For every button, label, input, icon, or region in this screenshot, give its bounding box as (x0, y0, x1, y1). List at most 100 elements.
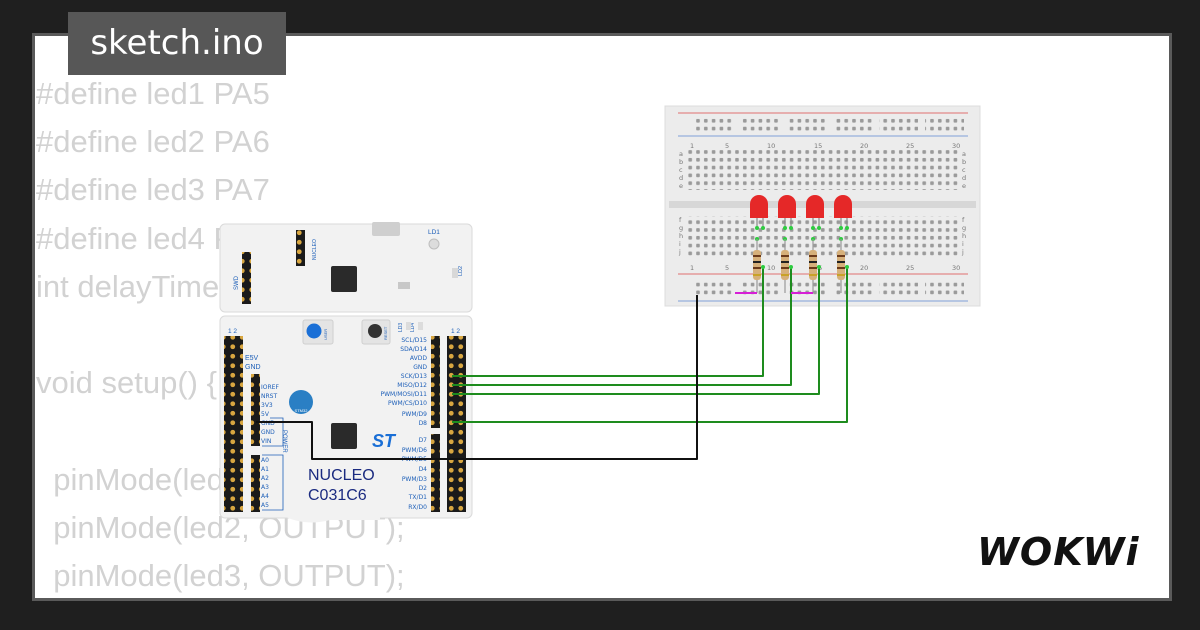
bb-col-number: 15 (814, 142, 822, 150)
gnd-label: GND (245, 364, 261, 371)
pin-label: GND (413, 364, 427, 371)
resistor-3[interactable] (809, 250, 817, 280)
bb-row-letter: d (962, 174, 966, 182)
wire-d11-led3[interactable] (452, 267, 820, 395)
bb-row-letter: i (962, 240, 964, 248)
ld1-label: LD1 (428, 229, 440, 236)
pin-label-a1: A1 (261, 466, 269, 473)
led-3[interactable] (806, 195, 824, 218)
ld3-led (406, 322, 411, 330)
bb-col-number: 5 (725, 264, 729, 272)
wokwi-logo: WOKWi (977, 530, 1140, 574)
bb-row-letter: f (962, 216, 965, 224)
wire-d12-led2[interactable] (452, 267, 792, 386)
wires[interactable] (256, 267, 848, 460)
analog-header[interactable] (251, 455, 260, 512)
power-header[interactable] (251, 374, 260, 446)
bb-col-number: 20 (860, 142, 868, 150)
code-line: void setup() { (36, 365, 217, 401)
stm32-badge (289, 390, 313, 414)
nucleo-jumper-header (296, 230, 305, 266)
wokwi-logo-text: WOKWi (977, 530, 1140, 574)
st-logo: ST (372, 431, 397, 451)
arduino-header-upper[interactable] (431, 336, 440, 428)
bb-row-letter: j (961, 248, 964, 256)
ld2-label: LD2 (458, 266, 464, 276)
bb-col-number: 1 (690, 142, 694, 150)
bb-row-letter: c (962, 166, 966, 174)
arduino-header-lower[interactable] (431, 434, 440, 512)
usb-connector (372, 222, 400, 236)
bb-row-letter: g (679, 224, 683, 232)
pin-label: RX/D0 (408, 504, 427, 511)
pin-label: D4 (419, 466, 428, 473)
reset-button[interactable] (368, 324, 382, 338)
bb-row-letter: e (962, 182, 966, 190)
resistor-2[interactable] (781, 250, 789, 280)
left-morpho-header[interactable] (224, 336, 243, 512)
pin-label: D2 (419, 485, 428, 492)
pin-label-a0: A0 (261, 457, 269, 464)
board-name-line2: C031C6 (308, 487, 367, 504)
pin-label: SCL/D15 (401, 337, 427, 344)
nucleo-vertical-label: NUCLEO (312, 239, 318, 260)
bb-col-number: 30 (952, 264, 960, 272)
wire-d13-led1[interactable] (452, 267, 764, 377)
bb-row-letter: i (679, 240, 681, 248)
smd-component (398, 282, 410, 289)
pin-label: D7 (419, 437, 428, 444)
pin-label: PWM/CS/D10 (388, 400, 427, 407)
resistor-group[interactable] (735, 239, 845, 294)
file-tab-title[interactable]: sketch.ino (68, 12, 286, 75)
bb-row-letter: b (679, 158, 683, 166)
pin-label: TX/D1 (408, 494, 427, 501)
ld1-led (428, 238, 440, 250)
bb-col-number: 1 (690, 264, 694, 272)
wire-d8-led4[interactable] (452, 267, 848, 423)
bb-row-letter: j (678, 248, 681, 256)
code-line: #define led3 PA7 (36, 172, 270, 208)
pin-label-a3: A3 (261, 484, 269, 491)
pin-label-a4: A4 (261, 493, 269, 500)
ld2-led (452, 268, 458, 278)
bb-col-number: 25 (906, 264, 914, 272)
pin-label: PWM/D3 (402, 476, 427, 483)
led-1[interactable] (750, 195, 768, 218)
resistor-4[interactable] (837, 250, 845, 280)
code-line: #define led2 PA6 (36, 124, 270, 160)
led-2[interactable] (778, 195, 796, 218)
bb-row-letter: h (679, 232, 683, 240)
reset-button-label: RESET (383, 326, 388, 340)
code-line: pinMode(led3, OUTPUT); (36, 557, 405, 593)
pin-label-a2: A2 (261, 475, 269, 482)
right-morpho-header[interactable] (447, 336, 466, 512)
pin-label-gnd: GND (261, 420, 275, 427)
stlink-chip (331, 266, 357, 292)
bb-row-letter: e (679, 182, 683, 190)
pin-label-ioref: IOREF (261, 384, 279, 391)
ld3-label: LD3 (398, 323, 404, 332)
nucleo-board[interactable]: NUCLEO SWD LD1 LD2 1 2 E5V GND POWER IOR… (219, 222, 473, 523)
user-button-label: USER (323, 329, 328, 340)
resistor-1[interactable] (753, 250, 761, 280)
pin-label-vin: VIN (261, 438, 271, 445)
pin-label: MISO/D12 (397, 382, 427, 389)
bb-row-letter: f (679, 216, 682, 224)
code-line: pinMode(led2, OUTPUT); (36, 509, 405, 545)
bb-col-number: 10 (767, 264, 775, 272)
pin-label-a5: A5 (261, 502, 269, 509)
led-4[interactable] (834, 195, 852, 218)
bb-row-letter: a (962, 150, 966, 158)
bb-row-letter: g (962, 224, 966, 232)
pin-label-gnd: GND (261, 429, 275, 436)
bb-row-letter: h (962, 232, 966, 240)
bb-col-number: 20 (860, 264, 868, 272)
user-button[interactable] (306, 323, 322, 339)
wire-gnd[interactable] (256, 295, 698, 460)
board-name-line1: NUCLEO (308, 467, 375, 484)
header-numbers: 1 2 (228, 328, 237, 335)
bb-row-letter: b (962, 158, 966, 166)
header-numbers: 1 2 (451, 328, 460, 335)
mcu-chip (331, 423, 357, 449)
